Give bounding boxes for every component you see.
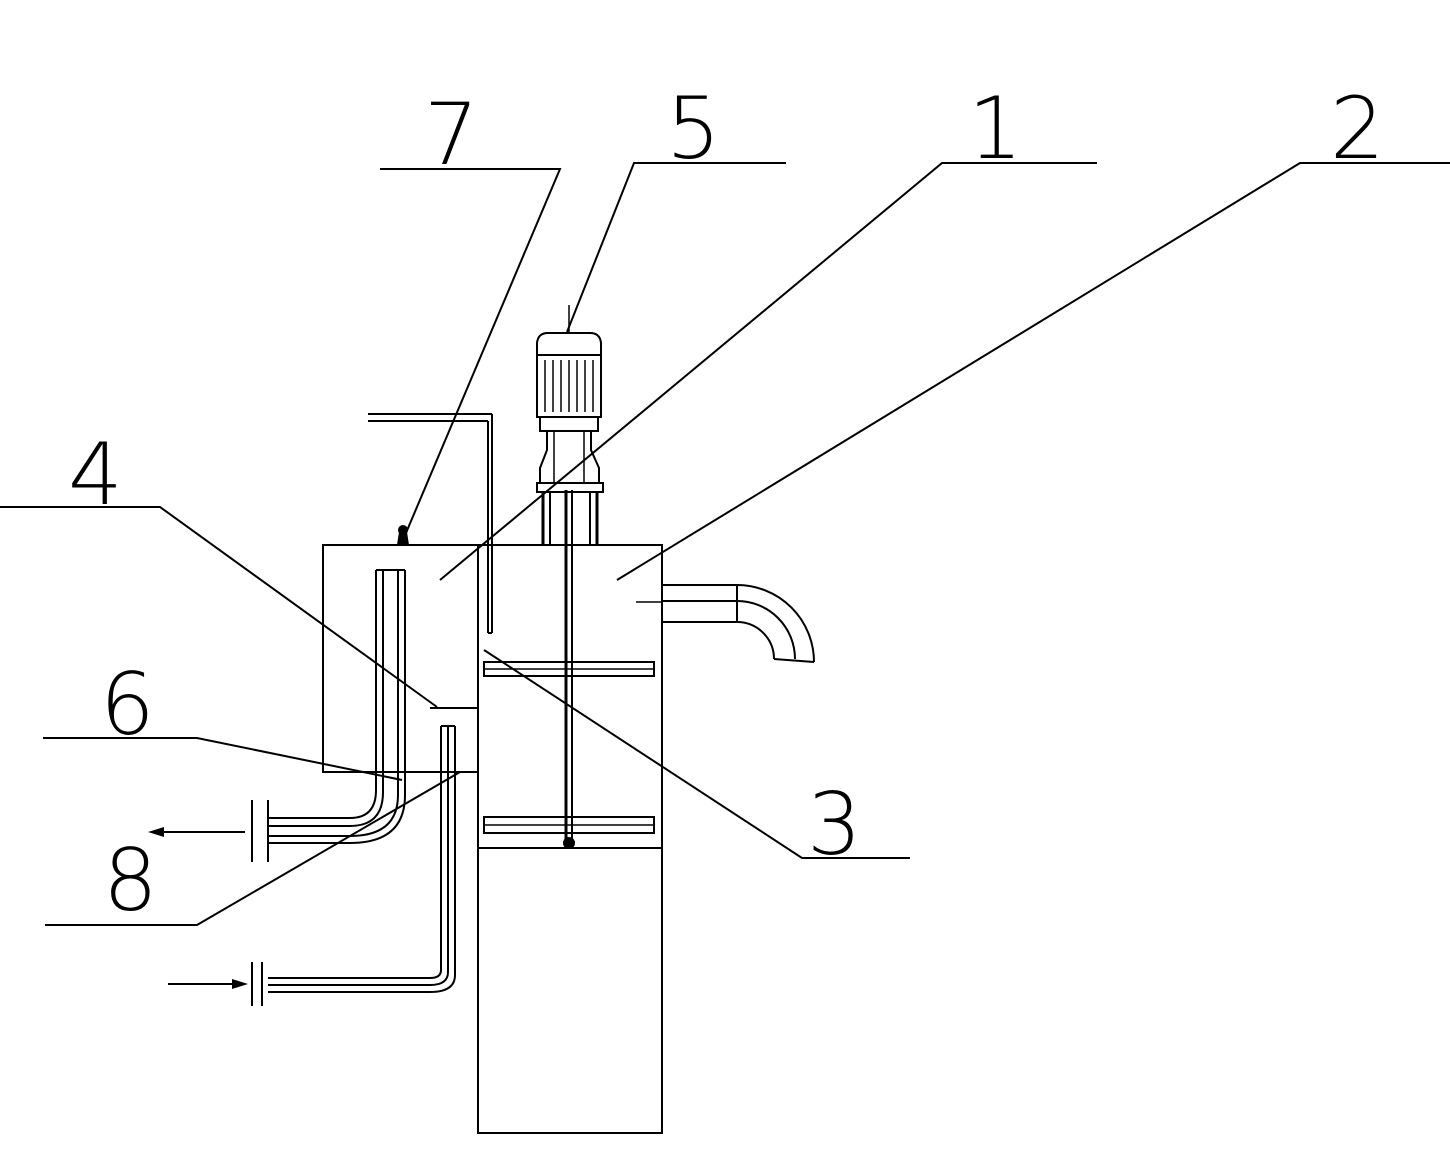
inlet-pipe (168, 725, 456, 1006)
callout-2: 2 (1330, 79, 1385, 179)
leader-lines (0, 162, 1450, 926)
right-outlet-pipe (636, 584, 815, 663)
left-discharge-pipe (148, 569, 406, 862)
callout-1: 1 (968, 79, 1023, 179)
motor-unit (536, 305, 604, 545)
callout-6: 6 (100, 655, 155, 755)
callout-3: 3 (807, 775, 862, 875)
callout-7: 7 (424, 85, 479, 185)
dip-pipe (368, 413, 493, 660)
callout-5: 5 (666, 79, 721, 179)
stirrer-assembly (483, 490, 655, 849)
callout-8: 8 (103, 831, 158, 931)
callout-4: 4 (68, 425, 123, 525)
